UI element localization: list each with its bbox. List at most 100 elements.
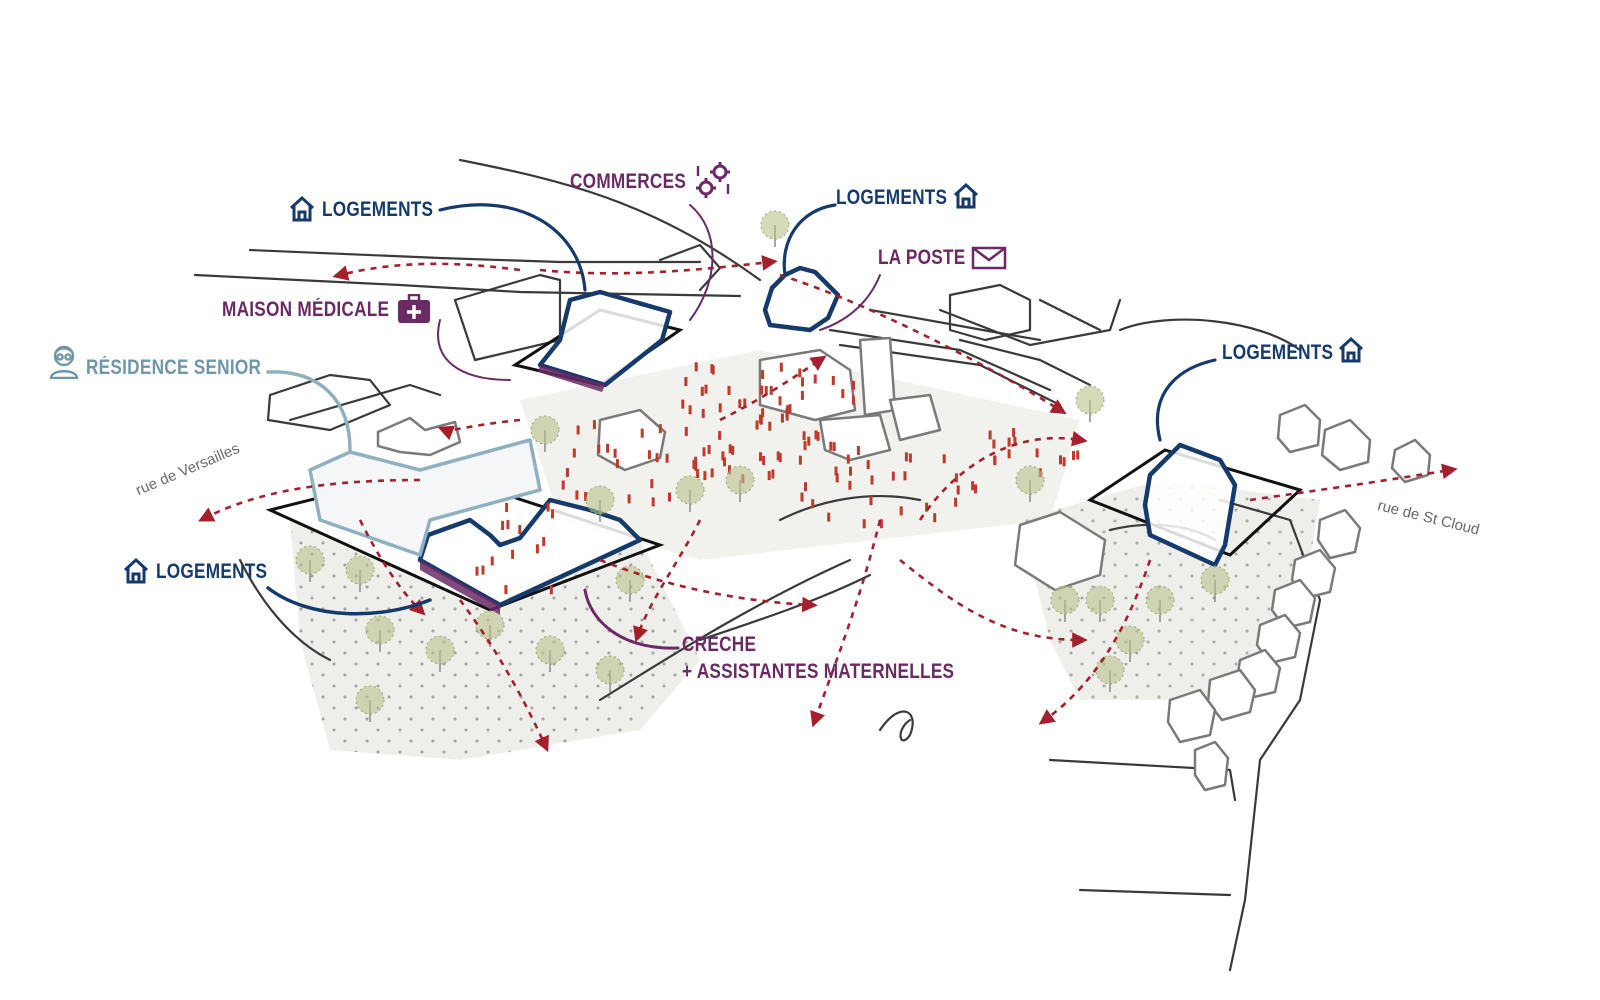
senior-person-icon [49, 345, 79, 379]
person-figure [856, 446, 860, 455]
person-figure [694, 461, 698, 471]
tree [345, 555, 375, 592]
person-figure [974, 484, 977, 494]
person-figure [681, 399, 685, 409]
person-figure [684, 426, 688, 436]
person-figure [879, 519, 883, 529]
person-figure [475, 566, 479, 576]
person-figure [1059, 455, 1062, 465]
person-figure [761, 369, 765, 379]
person-figure [1076, 450, 1080, 460]
person-figure [1007, 437, 1011, 447]
person-figure [731, 445, 735, 455]
person-figure [866, 460, 870, 470]
person-figure [942, 454, 946, 464]
person-figure [546, 502, 550, 512]
person-figure [505, 502, 509, 512]
person-figure [801, 377, 804, 387]
tree [1085, 585, 1115, 622]
tree [1115, 625, 1145, 662]
person-figure [668, 492, 671, 502]
house-icon [289, 195, 315, 222]
housing-block-nw [537, 289, 673, 388]
context-buildings [376, 336, 1432, 792]
person-figure [778, 396, 782, 406]
person-figure [688, 405, 692, 415]
person-figure [718, 403, 722, 413]
label-la-poste: LA POSTE [878, 246, 966, 269]
label-maison-medicale: MAISON MÉDICALE [222, 298, 390, 321]
person-figure [647, 450, 651, 460]
person-figure [684, 377, 688, 386]
person-figure [511, 549, 515, 559]
person-figure [813, 374, 817, 384]
person-figure [831, 376, 835, 385]
person-figure [776, 451, 780, 461]
person-figure [549, 585, 553, 595]
person-figure [780, 413, 784, 423]
person-figure [758, 414, 762, 424]
person-figure [764, 386, 768, 395]
tree [585, 485, 615, 522]
person-figure [718, 430, 722, 440]
person-figure [904, 452, 908, 462]
tree [725, 465, 755, 502]
person-figure [925, 502, 929, 512]
label-commerces: COMMERCES [570, 170, 687, 193]
person-figure [956, 485, 960, 495]
tree [595, 655, 625, 692]
leader-lines [266, 203, 1217, 650]
gears-icon [696, 162, 730, 198]
person-figure [565, 468, 569, 477]
person-figure [592, 420, 596, 430]
person-figure [1072, 451, 1075, 460]
label-residence-senior: RÉSIDENCE SENIOR [86, 356, 262, 379]
label-logements-nw: LOGEMENTS [322, 198, 434, 221]
person-figure [933, 513, 937, 523]
person-figure [891, 471, 895, 481]
person-figure [707, 445, 711, 454]
person-figure [802, 431, 806, 441]
tree [675, 475, 705, 512]
person-figure [615, 459, 619, 469]
person-figure [710, 364, 714, 374]
person-figure [728, 444, 732, 454]
person-figure [798, 455, 802, 465]
tree [1015, 465, 1045, 502]
person-figure [804, 482, 807, 492]
person-figure [1013, 436, 1017, 446]
person-figure [814, 430, 818, 440]
person-figure [769, 385, 773, 395]
person-figure [807, 436, 811, 446]
person-figure [755, 420, 759, 430]
person-figure [848, 480, 852, 490]
person-figure [551, 509, 554, 519]
tree [760, 210, 790, 247]
person-figure [778, 453, 782, 463]
person-figure [575, 490, 579, 500]
person-figure [584, 491, 588, 501]
house-icon [1338, 336, 1364, 363]
person-figure [613, 448, 617, 458]
person-figure [1012, 428, 1016, 437]
person-figure [535, 544, 539, 554]
medical-kit-icon [398, 294, 430, 323]
person-figure [851, 395, 855, 405]
tree [1095, 655, 1125, 692]
person-figure [727, 386, 731, 395]
housing-block-e [1142, 442, 1238, 568]
person-figure [501, 520, 505, 530]
housing-block-n [762, 265, 841, 333]
envelope-icon [971, 246, 1007, 270]
person-figure [785, 411, 789, 421]
person-figure [655, 453, 659, 463]
tree [1050, 585, 1080, 622]
person-figure [576, 425, 580, 435]
person-figure [862, 519, 866, 529]
house-icon [953, 182, 979, 209]
person-figure [692, 459, 696, 469]
person-figure [992, 439, 996, 449]
person-figure [658, 424, 662, 434]
tree [355, 685, 385, 722]
person-figure [651, 497, 655, 507]
